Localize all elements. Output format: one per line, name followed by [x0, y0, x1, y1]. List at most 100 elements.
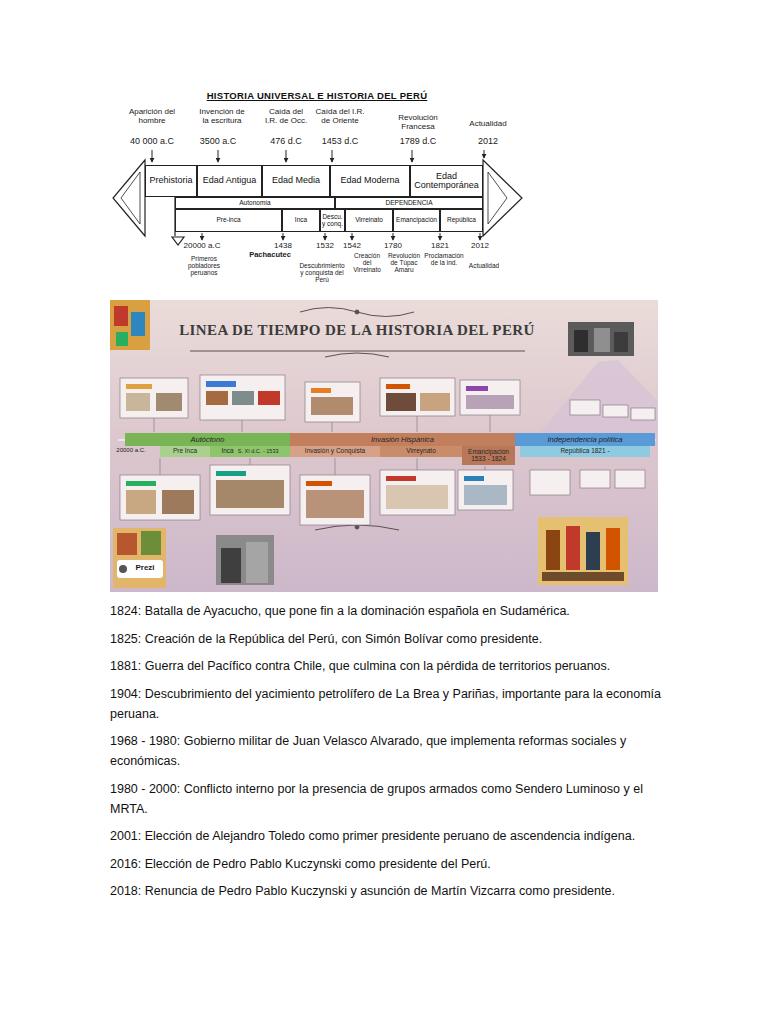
corner-pictures-part — [606, 528, 620, 570]
topic-frames-part — [332, 422, 333, 432]
topic-frames — [120, 375, 655, 525]
topic-frames-part — [200, 375, 285, 420]
node-label: Edad Media — [272, 176, 320, 185]
timeline-label: Creación del Virreinato — [349, 252, 385, 273]
timeline-label: 1453 d.C — [318, 137, 362, 147]
timeline-label: 1789 d.C — [396, 137, 440, 147]
prezi-panel — [110, 300, 658, 592]
thumbnails-part — [386, 485, 448, 509]
panel-title: LINEA DE TIEMPO DE LA HISTORIA DEL PERÚ — [162, 322, 552, 339]
date-arrows-part — [286, 150, 287, 162]
history-event: 2018: Renuncia de Pedro Pablo Kuczynski … — [110, 881, 670, 901]
date-arrows-part — [152, 150, 153, 162]
topic-frames-part — [460, 380, 520, 415]
node-content: Invasión y Conquista — [305, 448, 365, 455]
era-box: Edad Antigua — [197, 165, 262, 197]
node-content: Independencia política — [547, 436, 622, 444]
period-box: Inca — [282, 209, 320, 232]
node-content: Autóctono — [191, 436, 225, 444]
timeline-label: Revolución Francesa — [394, 114, 442, 132]
era-box: Prehistoria — [145, 165, 197, 197]
timeline-label: Aparición del hombre — [127, 108, 177, 126]
corner-pictures-part — [117, 533, 137, 555]
date-arrows-part — [440, 233, 441, 240]
node-content: Autonomía — [239, 200, 270, 207]
node-label: DEPENDENCIA — [386, 200, 433, 207]
period-box: Descu. y conq. — [320, 209, 345, 232]
node-label: República 1821 - — [560, 448, 609, 455]
node-label: Independencia política — [547, 436, 622, 444]
timeline-label: Proclamación de la ind. — [424, 252, 464, 266]
corner-pictures-part — [568, 322, 634, 356]
timeline-frame-part — [483, 160, 522, 236]
timeline-band: Independencia política — [515, 433, 655, 446]
timeline-label: 1532 — [313, 242, 337, 251]
corner-pictures-part — [574, 330, 588, 352]
history-event: 2001: Elección de Alejandro Toledo como … — [110, 826, 670, 846]
node-content: Edad Moderna — [340, 176, 399, 185]
timeline-label: Caída del I.R. de Oriente — [314, 108, 366, 126]
history-event: 1968 - 1980: Gobierno militar de Juan Ve… — [110, 731, 670, 771]
corner-pictures-part — [114, 306, 128, 326]
era-box: Edad Moderna — [330, 165, 410, 197]
timeline-segment: República 1821 - — [520, 446, 650, 457]
ornament-part — [190, 351, 525, 352]
node-content: Descu. y conq. — [321, 214, 344, 228]
corner-pictures-part — [110, 300, 150, 350]
node-label: Autóctono — [191, 436, 225, 444]
thumbnails-part — [386, 384, 410, 389]
corner-pictures-part — [614, 332, 628, 352]
date-arrows-part — [484, 150, 485, 158]
timeline-band: Invasión Hispánica — [290, 433, 515, 446]
node-content: Pre Inca — [173, 448, 197, 455]
corner-pictures-part — [119, 565, 127, 573]
node-content: Emancipación1533 - 1824 — [468, 449, 509, 463]
node-label: República — [447, 217, 476, 224]
timeline-label: Caída del I.R. de Occ. — [262, 108, 310, 126]
timeline-frame-part — [172, 237, 184, 245]
node-label: Prehistoria — [149, 176, 192, 185]
timeline-segment: IncaS. XI d.C. - 1533 — [210, 446, 290, 457]
topic-frames-part — [154, 418, 155, 432]
date-arrows-part — [325, 233, 326, 240]
era-box: Edad Contemporánea — [410, 165, 483, 197]
period-box: Virreinato — [345, 209, 393, 232]
topic-frames-part — [485, 466, 486, 470]
node-label: Autonomía — [239, 200, 270, 207]
topic-frames-part — [417, 416, 418, 432]
topic-frames-part — [380, 378, 455, 416]
date-arrows-part — [412, 150, 413, 162]
thumbnails-part — [420, 393, 450, 411]
node-content: Pre-inca — [216, 217, 240, 224]
history-event: 2016: Elección de Pedro Pablo Kuczynski … — [110, 854, 670, 874]
era-box: Edad Media — [262, 165, 330, 197]
thumbnails-part — [386, 393, 416, 411]
ornament — [190, 308, 525, 531]
timeline-segment: Pre Inca — [160, 446, 210, 457]
period-band: Autonomía — [175, 197, 335, 209]
timeline-label: 20000 a.C — [182, 242, 222, 251]
node-note: 1533 - 1824 — [471, 456, 506, 463]
node-label: Virreinato — [355, 217, 383, 224]
topic-frames-part — [242, 420, 243, 432]
topic-frames-part — [570, 400, 600, 415]
topic-frames-part — [305, 382, 360, 422]
node-label: Edad Antigua — [203, 176, 257, 185]
period-box: Emancipación — [393, 209, 440, 232]
date-arrows-part — [480, 233, 481, 240]
timeline-label: Revolución de Túpac Amaru — [386, 252, 422, 273]
thumbnails-part — [126, 490, 156, 514]
corner-pictures-part — [538, 517, 628, 585]
ornament-part — [315, 525, 399, 530]
text-column: 1824: Batalla de Ayacucho, que pone fin … — [110, 601, 670, 909]
topic-frames-part — [300, 475, 370, 525]
node-label: Descu. y conq. — [321, 214, 344, 228]
thumbnails-part — [162, 490, 194, 514]
ornament-part — [325, 353, 389, 357]
timeline-label: 3500 a.C — [196, 137, 240, 147]
topic-frames-part — [250, 458, 251, 465]
topic-frames-part — [580, 470, 610, 488]
topic-frames-part — [603, 405, 628, 417]
thumbnails-part — [306, 481, 332, 486]
